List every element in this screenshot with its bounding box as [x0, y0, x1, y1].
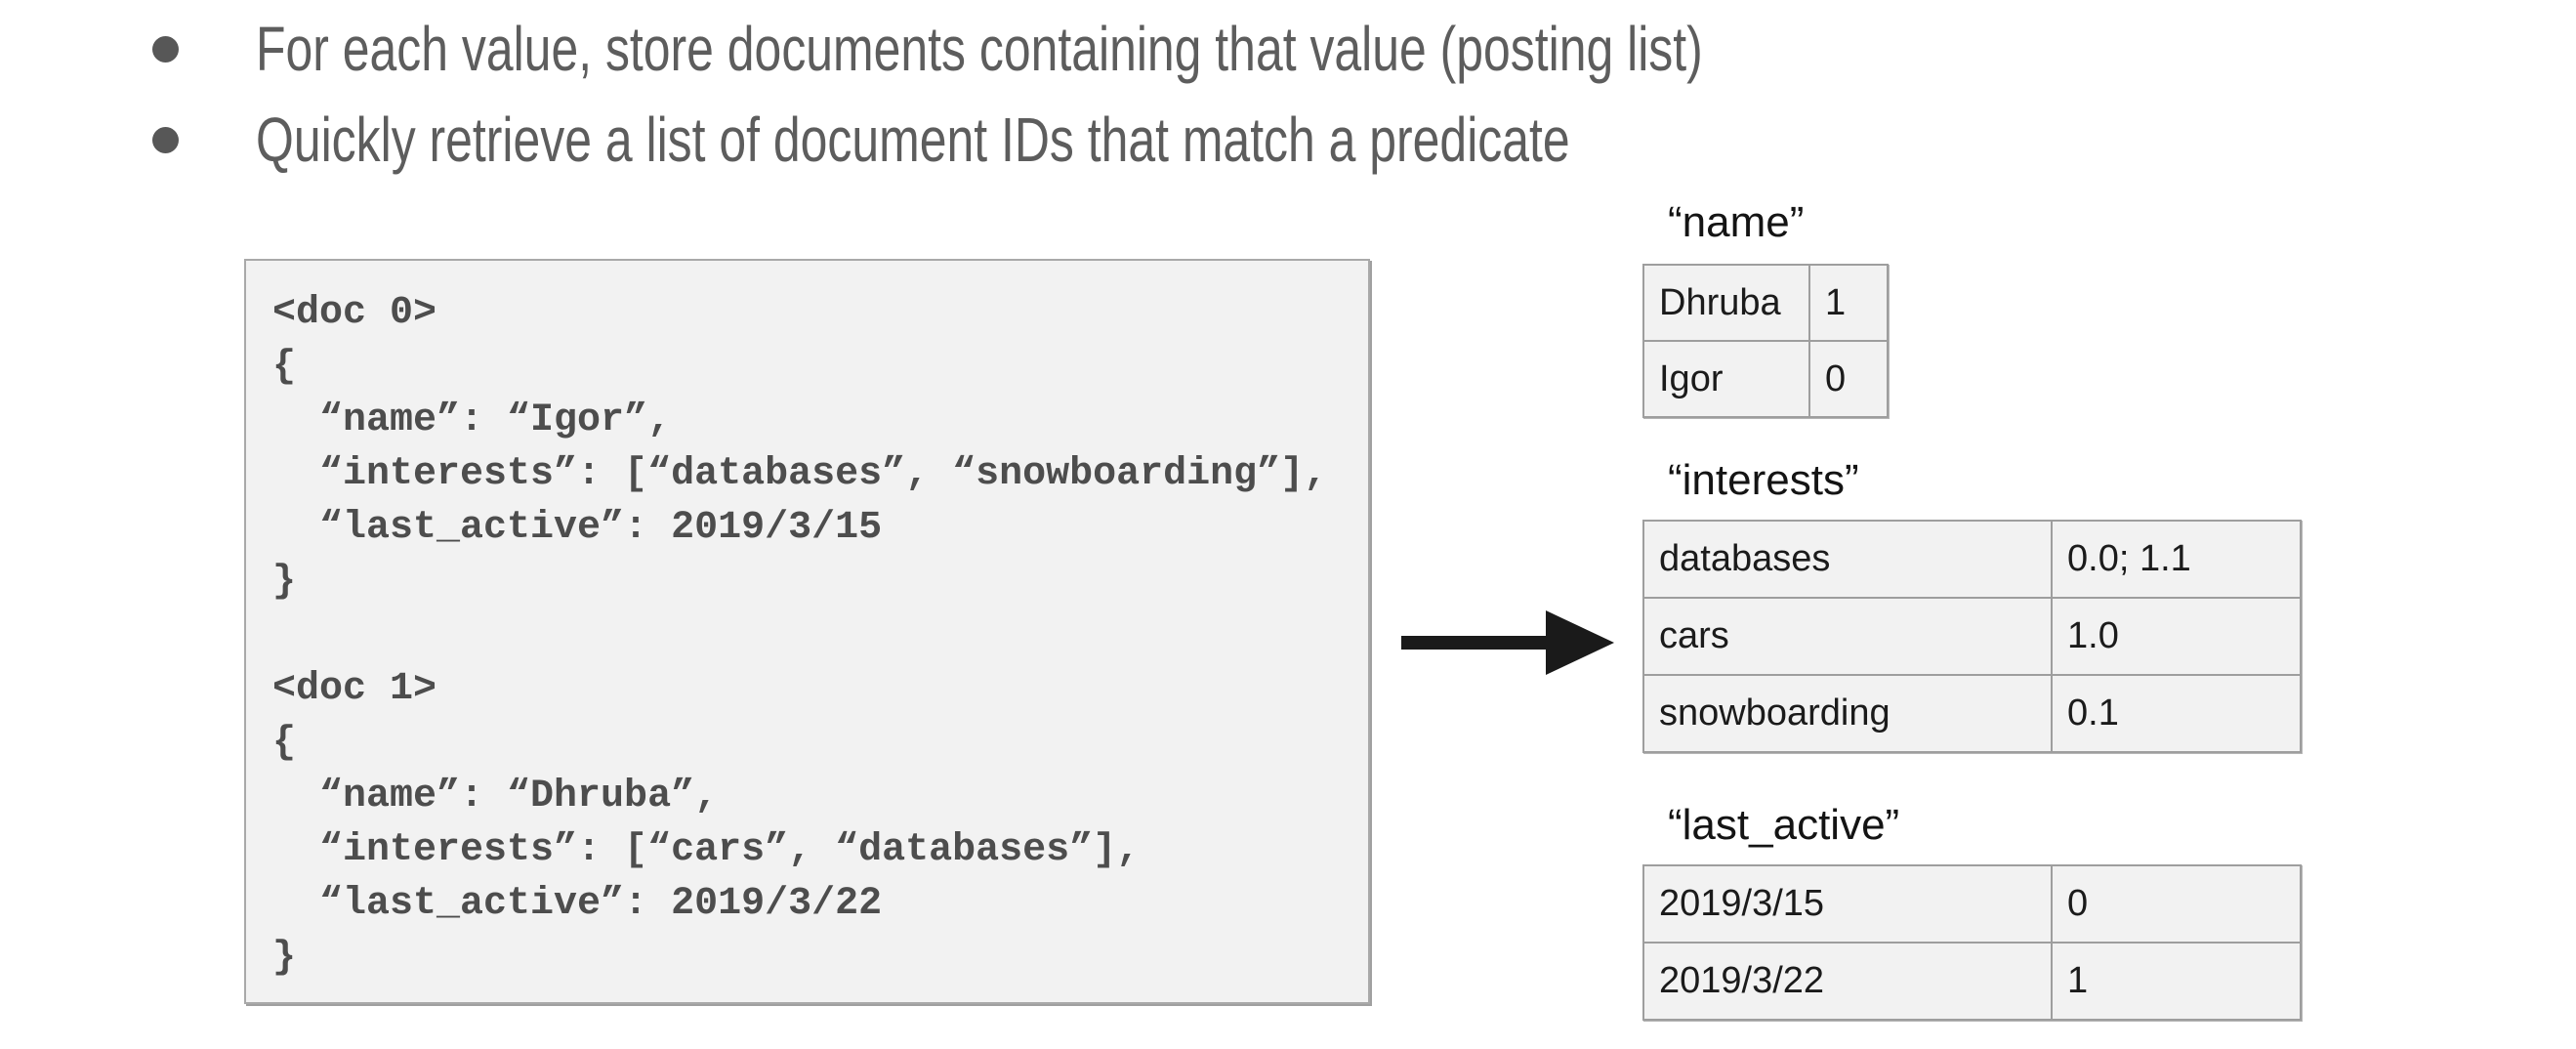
table-cell: Dhruba [1642, 264, 1810, 342]
bullet-item-2: Quickly retrieve a list of document IDs … [152, 93, 1940, 187]
bullet-item-1: For each value, store documents containi… [152, 2, 2111, 96]
table-cell: 1.0 [2051, 597, 2302, 676]
table-cell: 2019/3/22 [1642, 942, 2053, 1021]
table-cell: Igor [1642, 340, 1810, 418]
index-label-interests: “interests” [1668, 456, 1859, 504]
bullet-text-2: Quickly retrieve a list of document IDs … [256, 105, 1570, 175]
table-cell: 0.1 [2051, 674, 2302, 753]
table-cell: 0.0; 1.1 [2051, 520, 2302, 599]
index-label-name: “name” [1668, 198, 1805, 246]
table-cell: databases [1642, 520, 2053, 599]
bullet-dot-icon [152, 126, 179, 153]
table-cell: snowboarding [1642, 674, 2053, 753]
right-arrow-icon [1401, 610, 1614, 675]
table-cell: 1 [2051, 942, 2302, 1021]
table-cell: 0 [1808, 340, 1889, 418]
document-store-code-panel: <doc 0> { “name”: “Igor”, “interests”: [… [244, 259, 1370, 1004]
table-cell: 1 [1808, 264, 1889, 342]
table-cell: 0 [2051, 864, 2302, 944]
table-cell: 2019/3/15 [1642, 864, 2053, 944]
index-label-last-active: “last_active” [1668, 801, 1900, 849]
table-cell: cars [1642, 597, 2053, 676]
bullet-dot-icon [152, 35, 179, 63]
bullet-text-1: For each value, store documents containi… [256, 14, 1703, 84]
